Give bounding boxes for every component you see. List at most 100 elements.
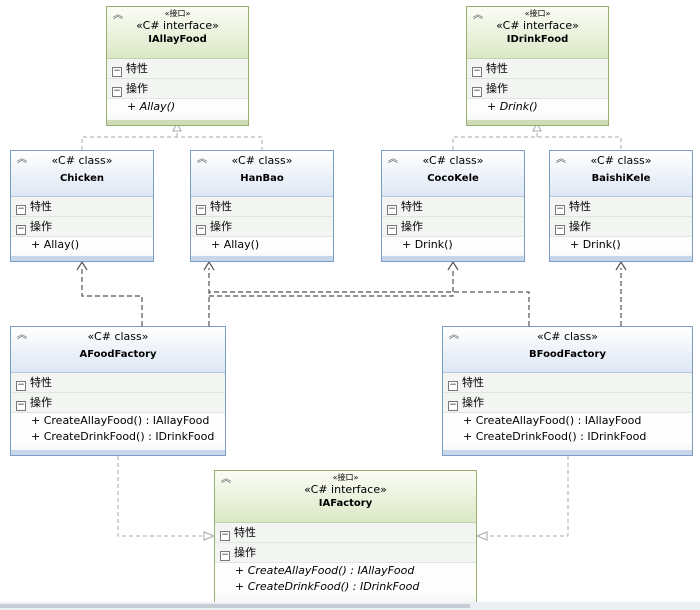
box-header: ︽ «C# class» CocoKele (382, 151, 524, 197)
scrollbar-thumb[interactable] (0, 604, 470, 608)
method-item[interactable]: + CreateDrinkFood() : IDrinkFood (11, 429, 225, 445)
methods-section[interactable]: −操作 (382, 217, 524, 237)
fields-section[interactable]: −特性 (191, 197, 333, 217)
arrow-hanbao (203, 260, 215, 271)
minus-box-icon[interactable]: − (220, 550, 230, 561)
minus-box-icon[interactable]: − (555, 204, 565, 215)
stereotype-small: «接口» (164, 9, 191, 18)
class-name: AFoodFactory (79, 349, 157, 360)
interface-iallayfood[interactable]: ︽ «接口» «C# interface» IAllayFood −特性 −操作… (106, 6, 249, 126)
minus-box-icon[interactable]: − (16, 400, 26, 411)
method-item[interactable]: + CreateAllayFood() : IAllayFood (215, 563, 476, 579)
methods-section[interactable]: −操作 (191, 217, 333, 237)
dependency-connectors (81, 268, 622, 326)
method-item[interactable]: + Allay() (107, 99, 248, 115)
collapse-icon[interactable]: ︽ (17, 154, 27, 165)
interface-iafactory[interactable]: ︽ «接口» «C# interface» IAFactory −特性 −操作 … (214, 470, 477, 606)
box-header: ︽ «C# class» BaishiKele (550, 151, 692, 197)
minus-box-icon[interactable]: − (196, 204, 206, 215)
triangle-iafactory-left (203, 531, 216, 541)
minus-box-icon[interactable]: − (555, 224, 565, 235)
horizontal-scrollbar[interactable] (0, 602, 700, 610)
fields-section[interactable]: −特性 (443, 373, 692, 393)
fields-section[interactable]: −特性 (107, 59, 248, 79)
collapse-icon[interactable]: ︽ (113, 10, 123, 21)
box-header: ︽ «接口» «C# interface» IAllayFood (107, 7, 248, 59)
class-cocokele[interactable]: ︽ «C# class» CocoKele −特性 −操作 + Drink() (381, 150, 525, 262)
box-footer (11, 256, 153, 261)
dependency-afactory-cocokele (209, 268, 454, 297)
triangle-iafactory-right (475, 531, 488, 541)
minus-box-icon[interactable]: − (220, 530, 230, 541)
minus-box-icon[interactable]: − (196, 224, 206, 235)
methods-section[interactable]: −操作 (11, 217, 153, 237)
fields-section[interactable]: −特性 (11, 373, 225, 393)
method-item[interactable]: + Drink() (382, 237, 524, 253)
minus-box-icon[interactable]: − (16, 204, 26, 215)
collapse-icon[interactable]: ︽ (473, 10, 483, 21)
fields-section[interactable]: −特性 (550, 197, 692, 217)
method-item[interactable]: + Drink() (550, 237, 692, 253)
class-bfoodfactory[interactable]: ︽ «C# class» BFoodFactory −特性 −操作 + Crea… (442, 326, 693, 456)
minus-box-icon[interactable]: − (387, 204, 397, 215)
fields-section[interactable]: −特性 (467, 59, 608, 79)
minus-box-icon[interactable]: − (112, 86, 122, 97)
interface-name: IAFactory (318, 498, 373, 509)
minus-box-icon[interactable]: − (448, 400, 458, 411)
class-name: HanBao (240, 173, 284, 184)
realization-cocokele-idrinkfood (452, 136, 622, 150)
dependency-bfactory-hanbao (209, 291, 530, 326)
methods-section[interactable]: −操作 (443, 393, 692, 413)
stereotype: «C# class» (422, 154, 484, 167)
stereotype: «C# interface» (136, 19, 219, 32)
method-item[interactable]: + Allay() (11, 237, 153, 253)
realization-bfoodfactory-iafactory (489, 456, 569, 537)
collapse-icon[interactable]: ︽ (556, 154, 566, 165)
method-item[interactable]: + CreateAllayFood() : IAllayFood (443, 413, 692, 429)
fields-section[interactable]: −特性 (215, 523, 476, 543)
stereotype: «C# class» (231, 154, 293, 167)
minus-box-icon[interactable]: − (16, 380, 26, 391)
methods-section[interactable]: −操作 (215, 543, 476, 563)
box-header: ︽ «C# class» AFoodFactory (11, 327, 225, 373)
method-item[interactable]: + CreateAllayFood() : IAllayFood (11, 413, 225, 429)
interface-name: IDrinkFood (506, 34, 569, 45)
methods-section[interactable]: −操作 (550, 217, 692, 237)
method-item[interactable]: + CreateDrinkFood() : IDrinkFood (215, 579, 476, 595)
minus-box-icon[interactable]: − (472, 86, 482, 97)
class-chicken[interactable]: ︽ «C# class» Chicken −特性 −操作 + Allay() (10, 150, 154, 262)
interface-idrinkfood[interactable]: ︽ «接口» «C# interface» IDrinkFood −特性 −操作… (466, 6, 609, 126)
box-footer (107, 120, 248, 125)
stereotype-small: «接口» (332, 473, 359, 482)
fields-section[interactable]: −特性 (382, 197, 524, 217)
methods-section[interactable]: −操作 (11, 393, 225, 413)
method-item[interactable]: + Allay() (191, 237, 333, 253)
collapse-icon[interactable]: ︽ (449, 330, 459, 341)
collapse-icon[interactable]: ︽ (388, 154, 398, 165)
realization-chicken-iallayfood (81, 136, 263, 150)
methods-section[interactable]: −操作 (107, 79, 248, 99)
minus-box-icon[interactable]: − (16, 224, 26, 235)
class-baishikele[interactable]: ︽ «C# class» BaishiKele −特性 −操作 + Drink(… (549, 150, 693, 262)
method-item[interactable]: + Drink() (467, 99, 608, 115)
collapse-icon[interactable]: ︽ (17, 330, 27, 341)
minus-box-icon[interactable]: − (448, 380, 458, 391)
collapse-icon[interactable]: ︽ (221, 474, 231, 485)
stereotype: «C# class» (87, 330, 149, 343)
class-hanbao[interactable]: ︽ «C# class» HanBao −特性 −操作 + Allay() (190, 150, 334, 262)
minus-box-icon[interactable]: − (387, 224, 397, 235)
box-header: ︽ «C# class» HanBao (191, 151, 333, 197)
minus-box-icon[interactable]: − (472, 66, 482, 77)
method-item[interactable]: + CreateDrinkFood() : IDrinkFood (443, 429, 692, 445)
dependency-arrowheads (76, 260, 627, 271)
collapse-icon[interactable]: ︽ (197, 154, 207, 165)
arrow-cocokele (447, 260, 459, 271)
box-footer (550, 256, 692, 261)
methods-section[interactable]: −操作 (467, 79, 608, 99)
class-name: CocoKele (427, 173, 479, 184)
fields-section[interactable]: −特性 (11, 197, 153, 217)
box-footer (467, 120, 608, 125)
minus-box-icon[interactable]: − (112, 66, 122, 77)
class-afoodfactory[interactable]: ︽ «C# class» AFoodFactory −特性 −操作 + Crea… (10, 326, 226, 456)
dependency-afactory-chicken (81, 268, 143, 326)
